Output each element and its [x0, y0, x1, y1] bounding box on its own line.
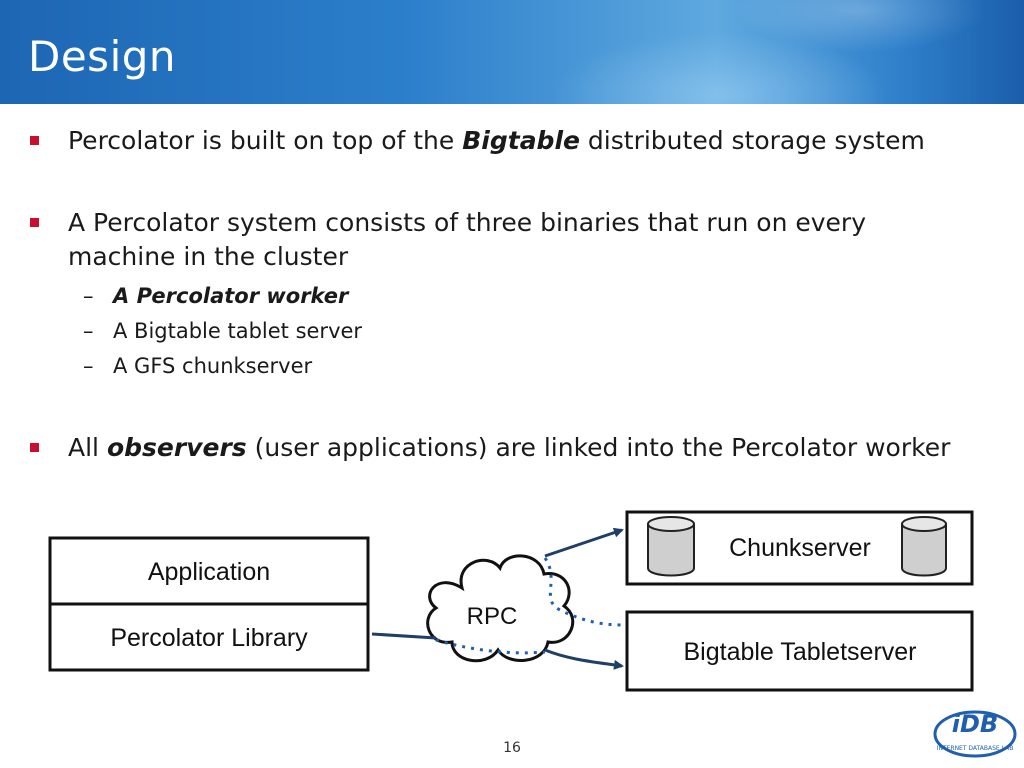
percolator-library-label: Percolator Library	[110, 624, 308, 652]
dash-icon: –	[83, 319, 94, 343]
bullet-bigtable: Percolator is built on top of the Bigtab…	[30, 124, 925, 158]
page-number: 16	[503, 740, 521, 756]
rpc-label: RPC	[467, 603, 518, 630]
application-box	[48, 536, 370, 606]
idb-logo: iDB INTERNET DATABASE LAB	[930, 700, 1020, 762]
tabletserver-box	[625, 610, 974, 692]
percolator-library-box	[48, 602, 370, 672]
application-label: Application	[148, 558, 270, 586]
sub-bullet-worker: – A Percolator worker	[83, 284, 349, 308]
library-to-rpc-arrow	[371, 632, 437, 640]
disk-icon	[647, 516, 695, 577]
rpc-cloud-icon	[426, 554, 575, 663]
dash-icon: –	[83, 284, 94, 308]
rpc-dotted-path-upper	[543, 557, 623, 627]
square-bullet-icon	[30, 136, 39, 145]
title-bar: Design	[0, 0, 1024, 104]
chunkserver-label: Chunkserver	[729, 534, 871, 562]
logo-ring-text: INTERNET DATABASE LAB	[937, 745, 1014, 752]
sub-bullet-chunkserver: – A GFS chunkserver	[83, 354, 313, 378]
square-bullet-icon	[30, 218, 39, 227]
slide-title: Design	[28, 32, 177, 81]
square-bullet-icon	[30, 443, 39, 452]
rpc-to-chunkserver-arrow	[544, 527, 624, 558]
bullet-binaries: A Percolator system consists of three bi…	[30, 206, 866, 274]
architecture-diagram: Application Percolator Library RPC Chunk…	[0, 500, 1024, 700]
bullet-observers: All observers (user applications) are li…	[30, 431, 950, 465]
tabletserver-label: Bigtable Tabletserver	[683, 638, 916, 666]
logo-text: iDB	[952, 710, 998, 738]
rpc-to-tabletserver-arrow	[544, 648, 624, 670]
sub-bullet-tablet-server: – A Bigtable tablet server	[83, 319, 363, 343]
dash-icon: –	[83, 354, 94, 378]
disk-icon	[901, 516, 947, 577]
rpc-dotted-path	[435, 638, 546, 655]
